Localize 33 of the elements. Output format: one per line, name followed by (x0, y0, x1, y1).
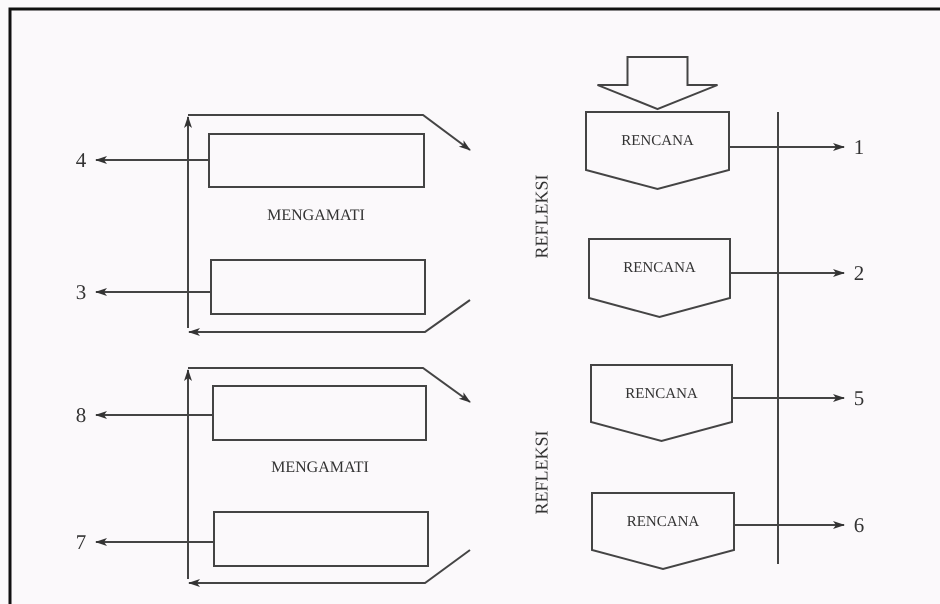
number-label: 4 (70, 145, 92, 175)
empty-box (212, 385, 427, 441)
number-label: 2 (848, 258, 870, 288)
block-arrow (596, 56, 718, 110)
number-label: 1 (848, 132, 870, 162)
arrow (733, 394, 845, 402)
empty-box (208, 133, 425, 188)
arrow (95, 156, 208, 164)
vertical-label: REFLEKSI (532, 174, 552, 261)
number-label: 7 (70, 527, 92, 557)
pentagon-box (590, 364, 733, 442)
number-label: 8 (70, 400, 92, 430)
pentagon-box (588, 238, 731, 318)
number-label: 5 (848, 383, 870, 413)
section-label: MENGAMATI (266, 207, 366, 225)
section-label: MENGAMATI (270, 459, 370, 477)
arrow (95, 288, 210, 296)
box-label: RENCANA (623, 260, 696, 278)
empty-box (210, 259, 426, 315)
arrow (731, 269, 845, 277)
box-label: RENCANA (621, 133, 694, 151)
box-label: RENCANA (625, 386, 698, 404)
box-label: RENCANA (626, 514, 700, 532)
vertical-label: REFLEKSI (532, 430, 552, 517)
number-label: 6 (848, 510, 870, 540)
empty-box (213, 511, 429, 567)
pentagon-box (585, 111, 730, 190)
arrow (730, 143, 845, 151)
pentagon-box (591, 492, 735, 570)
arrow (735, 521, 845, 529)
number-label: 3 (70, 277, 92, 307)
arrow (95, 538, 213, 546)
arrow (95, 411, 212, 419)
